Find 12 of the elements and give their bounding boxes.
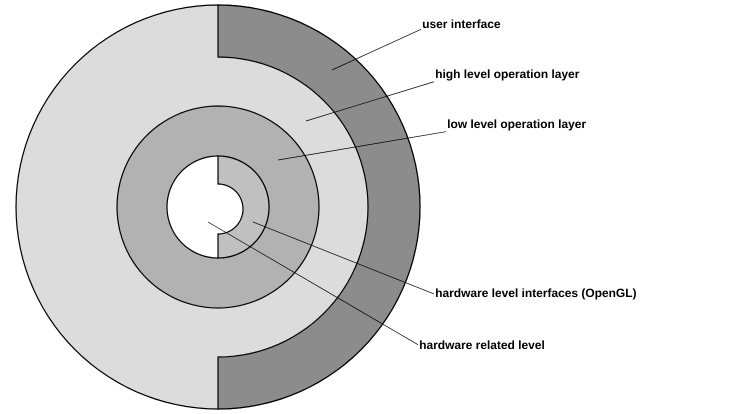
leader-line (278, 131, 446, 160)
leader-line (208, 222, 418, 346)
ring-region (217, 4, 421, 410)
leader-line (252, 222, 434, 294)
leader-line (306, 81, 434, 122)
ring-region (217, 155, 270, 259)
layer-label: hardware related level (420, 340, 544, 350)
leader-line (332, 28, 422, 70)
layer-label: high level operation layer (436, 69, 580, 81)
layer-label: user interface (422, 19, 500, 28)
layer-label: low level operation layer (448, 119, 586, 130)
layer-label: hardware level interfaces (OpenGL) (436, 288, 636, 300)
